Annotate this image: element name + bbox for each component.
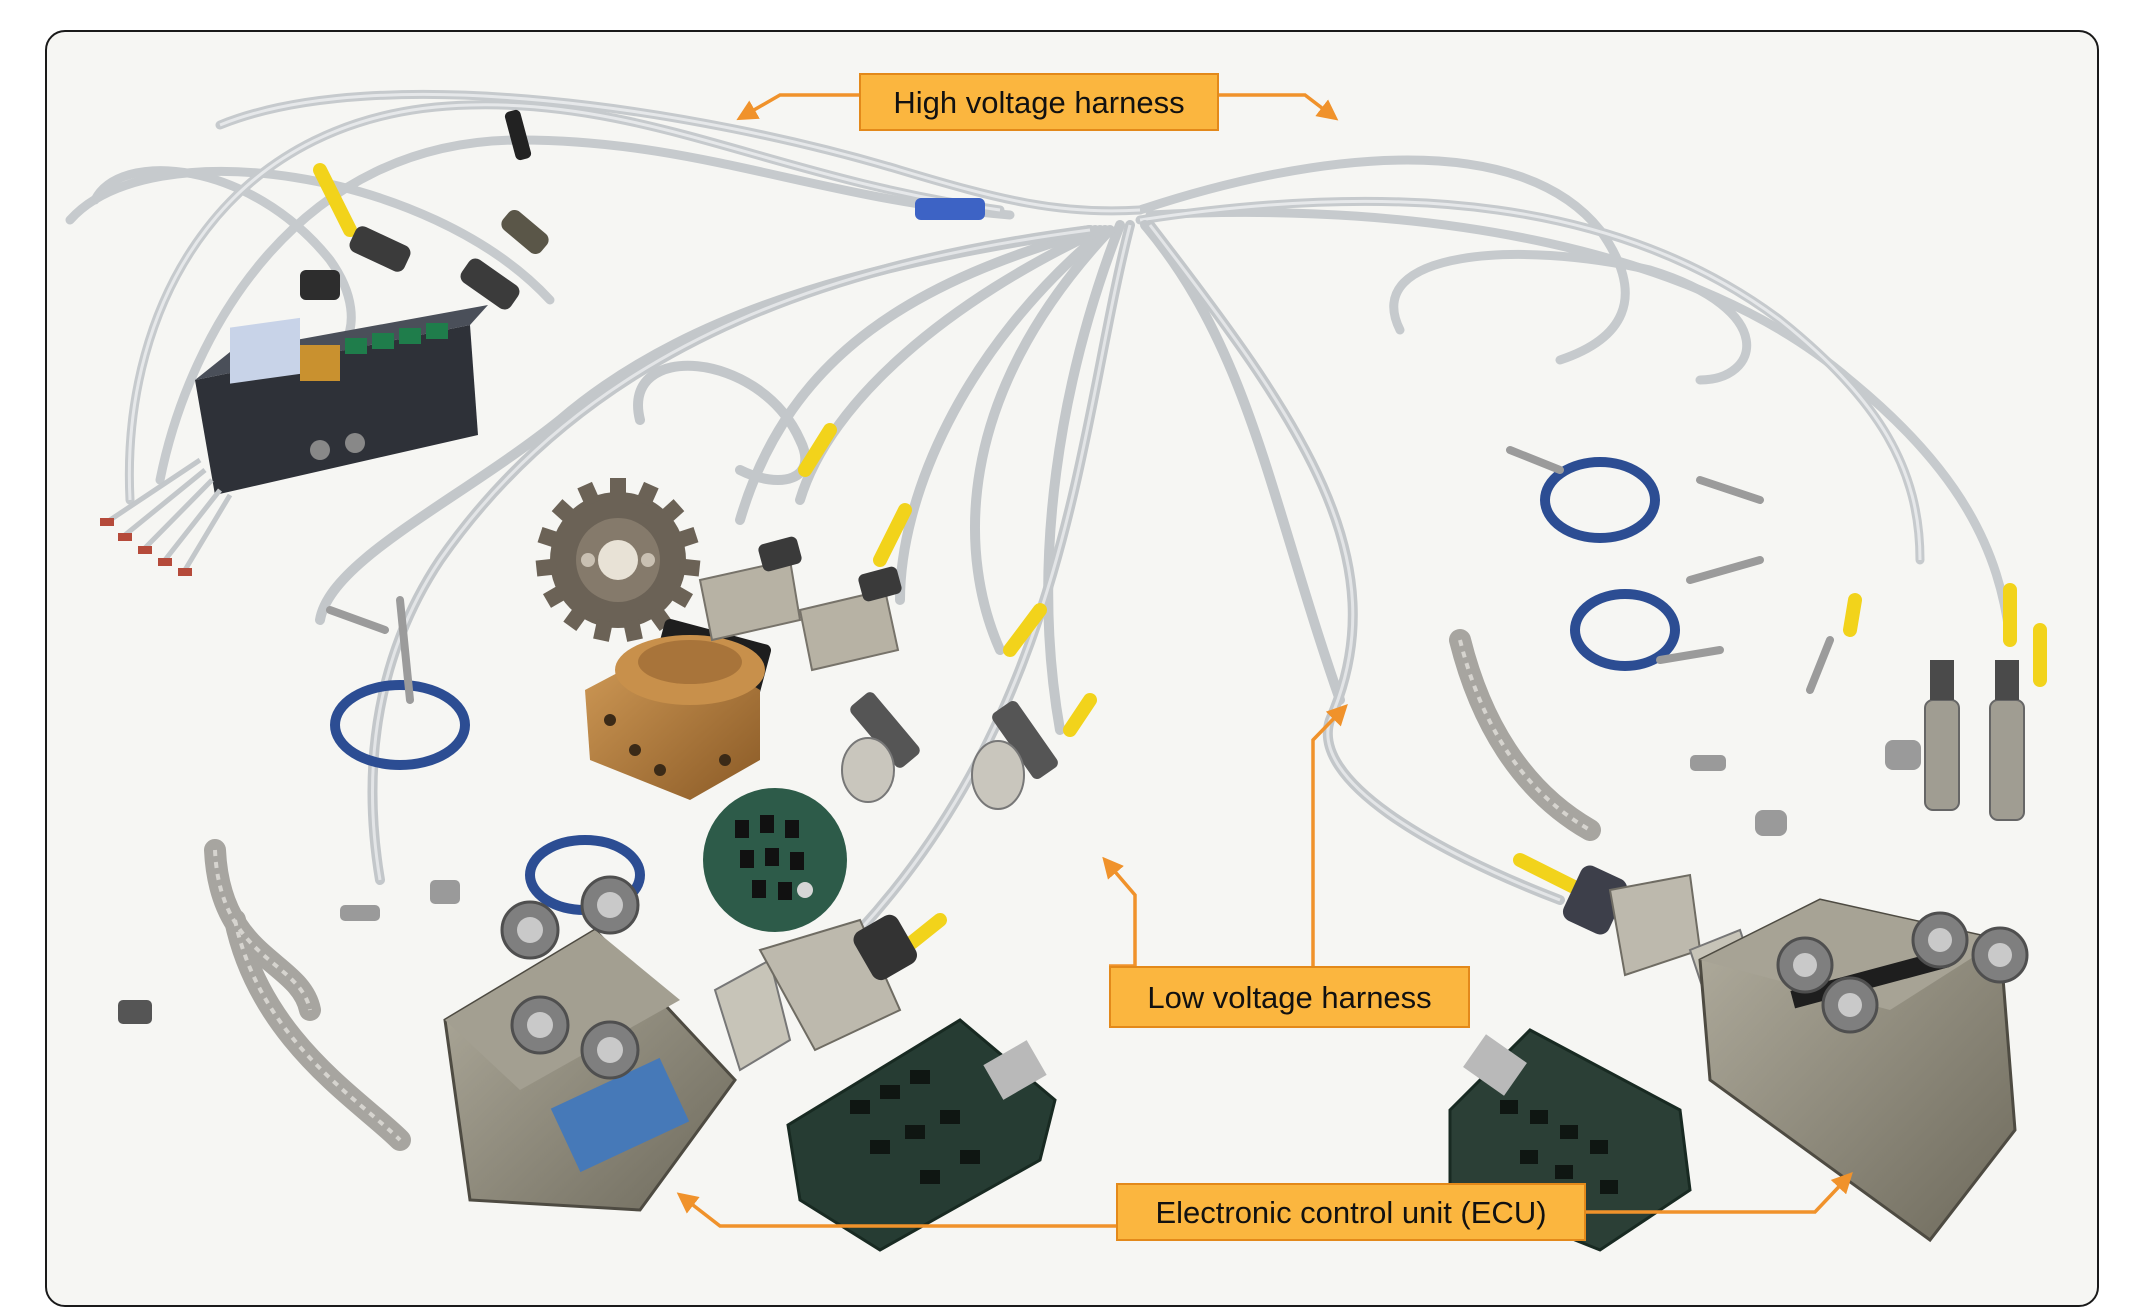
bronze-pump bbox=[585, 618, 772, 800]
lv-arrow-right bbox=[1311, 703, 1348, 966]
thermocouple-probes bbox=[326, 446, 1834, 704]
left-ecu-board bbox=[786, 1018, 1057, 1252]
probe-tips bbox=[100, 518, 192, 576]
callout-arrows bbox=[676, 93, 1853, 1228]
right-transducers bbox=[1924, 660, 2025, 821]
gear bbox=[535, 478, 701, 642]
left-ecu-housing bbox=[443, 875, 792, 1212]
high-voltage-wire-highlights bbox=[127, 92, 1922, 561]
yellow-sleeves bbox=[313, 163, 2047, 967]
probe-elbows bbox=[118, 740, 1921, 1024]
ground-strap-detail bbox=[213, 639, 1591, 1142]
dsub-connectors bbox=[698, 536, 902, 672]
ecu-arrow-left bbox=[676, 1192, 1116, 1228]
probe-leads bbox=[108, 457, 233, 572]
high-voltage-harness-label: High voltage harness bbox=[859, 73, 1219, 131]
pressure-sensors bbox=[841, 692, 1058, 810]
center-wire-highlights bbox=[371, 224, 1561, 932]
hv-arrow-right bbox=[1219, 93, 1339, 121]
top-left-connectors bbox=[300, 109, 549, 310]
right-ecu-housing bbox=[1698, 898, 2029, 1243]
hv-arrow-left bbox=[736, 93, 859, 121]
low-voltage-harness-label: Low voltage harness bbox=[1109, 966, 1470, 1028]
ecu-label: Electronic control unit (ECU) bbox=[1116, 1183, 1586, 1241]
round-circuit-board bbox=[703, 788, 847, 932]
junction-box bbox=[195, 305, 488, 495]
left-ecu-connector bbox=[758, 914, 917, 1052]
hose-clamps bbox=[330, 457, 1680, 915]
lv-arrow-left bbox=[1102, 856, 1137, 968]
blue-tape-band bbox=[915, 198, 985, 220]
ecu-arrow-right bbox=[1586, 1171, 1853, 1214]
